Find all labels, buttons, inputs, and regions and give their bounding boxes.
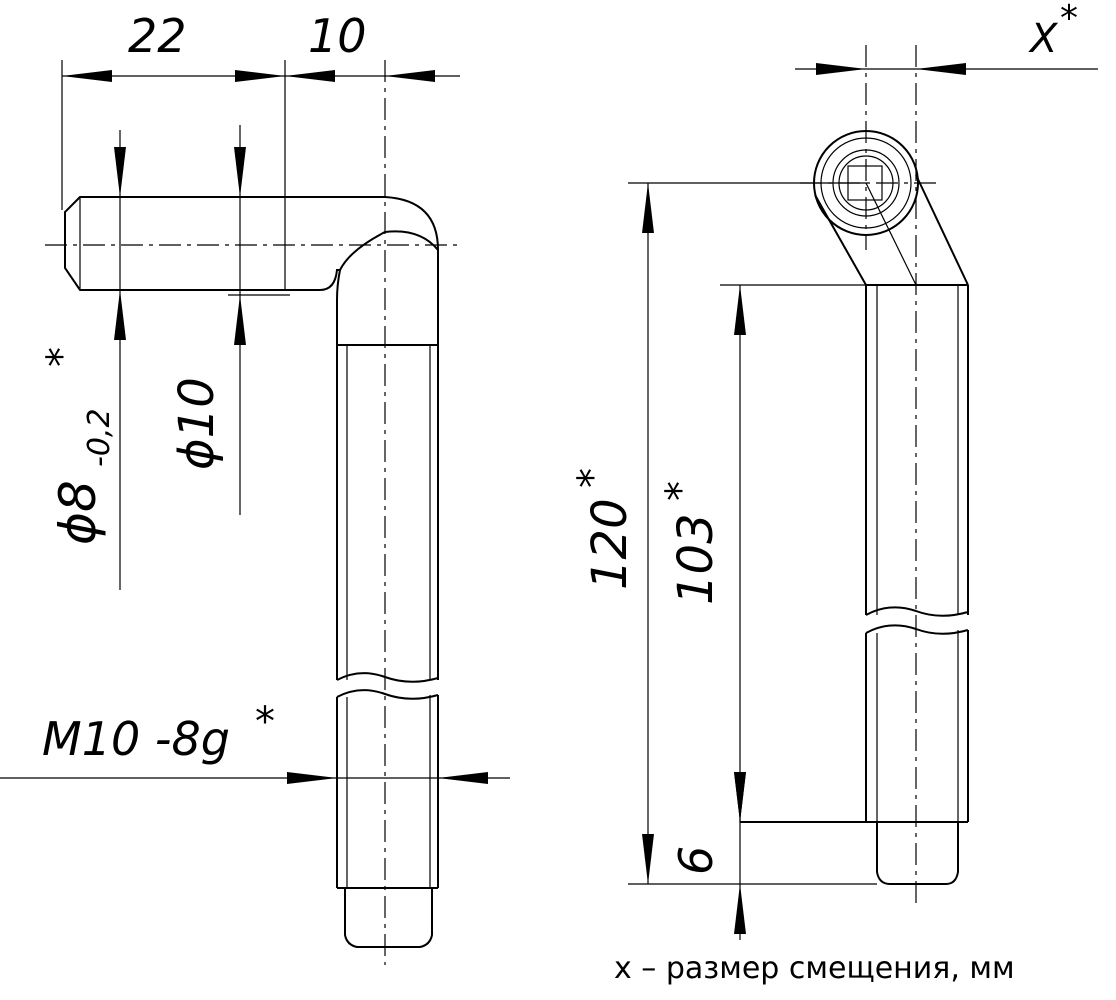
arrow-dia10-top <box>234 147 246 197</box>
dim-10-label: 10 <box>308 9 367 63</box>
threaded-end-outline <box>344 888 433 948</box>
dim-dia10-label-group: ϕ10 <box>169 377 225 470</box>
bar-break-upper <box>865 606 969 617</box>
arrow-6-bottom <box>734 884 746 934</box>
handle-bend-inner <box>285 230 439 291</box>
dim-6-label: 6 <box>669 846 723 875</box>
arrow-22-left <box>62 70 112 82</box>
arrow-10-left <box>285 70 335 82</box>
handle-bend-left <box>336 269 341 345</box>
dim-thread-star: * <box>255 699 275 745</box>
hub-tangent-left <box>814 194 867 286</box>
dim-103-star: * <box>658 481 704 501</box>
arrow-dia8-top <box>114 147 126 197</box>
dim-dia8-label-group: ϕ8 -0,2 * <box>39 347 117 545</box>
dim-x-label: X <box>1028 16 1059 62</box>
dim-120-label: 120 <box>582 498 638 590</box>
dim-dia8-star: * <box>39 347 85 367</box>
dim-thread-label: M10 -8g <box>42 712 230 766</box>
dim-103-label-group: 103 * <box>658 481 724 605</box>
arrow-dia8-bottom <box>114 290 126 340</box>
dim-120-label-group: 120 * <box>570 468 638 590</box>
dim-x-star: * <box>1060 0 1078 39</box>
dim-22-label: 22 <box>128 9 187 63</box>
dim-120-star: * <box>570 468 616 488</box>
arrow-x-right <box>916 63 966 75</box>
dim-dia8-tolerance: -0,2 <box>82 408 117 467</box>
arrow-x-left <box>816 63 866 75</box>
dim-103-label: 103 <box>668 513 724 605</box>
pin-outline <box>64 196 285 291</box>
arrow-10-right <box>385 70 435 82</box>
arrow-dia10-bottom <box>234 295 246 345</box>
left-view: 22 10 ϕ8 -0,2 * ϕ10 M10 -8g * <box>0 9 510 965</box>
arrow-120-top <box>642 183 654 233</box>
dim-dia10-label: ϕ10 <box>169 377 225 470</box>
break-line-lower <box>336 689 439 700</box>
arrow-103-top <box>734 285 746 335</box>
dim-6-label-group: 6 <box>669 846 723 875</box>
arrow-6-top <box>734 772 746 822</box>
right-view: X * 120 * 103 * 6 x – размер смещения, м… <box>570 0 1098 986</box>
dim-dia8-label: ϕ8 <box>49 480 107 545</box>
arrow-22-right <box>235 70 285 82</box>
offset-note: x – размер смещения, мм <box>614 951 1015 986</box>
break-line-upper <box>336 672 439 683</box>
hub-tangent-inner <box>865 182 917 286</box>
arrow-thread-left <box>287 772 337 784</box>
arrow-thread-right <box>438 772 488 784</box>
hub-tangent-right <box>915 174 969 286</box>
arrow-120-bottom <box>642 834 654 884</box>
bar-bottom-end <box>876 822 959 885</box>
bar-break-lower <box>865 624 969 635</box>
handle-bend-outline <box>285 196 439 345</box>
